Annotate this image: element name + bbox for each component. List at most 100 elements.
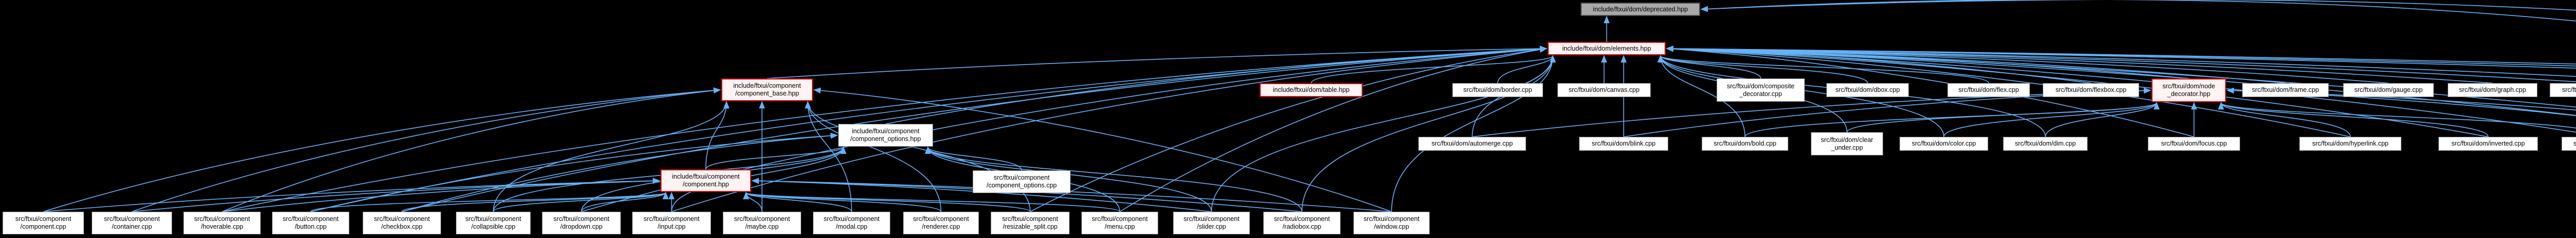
graph-edge-italic-to-node_decorator: [2218, 102, 2576, 129]
graph-node-component[interactable]: include/ftxui/component /component.hpp: [660, 169, 751, 192]
graph-edge-menu-to-component: [743, 192, 1121, 212]
graph-node-renderer[interactable]: src/ftxui/component /renderer.cpp: [903, 212, 979, 234]
graph-edge-input-to-component_options_hpp: [671, 146, 846, 212]
graph-edge-flex-to-elements: [1657, 55, 1989, 84]
graph-edge-window-to-component: [751, 178, 1392, 212]
graph-node-menu[interactable]: src/ftxui/component /menu.cpp: [1081, 212, 1158, 234]
graph-node-node_decorator[interactable]: src/ftxui/dom/node _decorator.hpp: [2151, 78, 2226, 102]
graph-node-input[interactable]: src/ftxui/component /input.cpp: [632, 212, 711, 234]
graph-edge-color-to-node_decorator: [1943, 102, 2160, 137]
graph-node-component_base[interactable]: include/ftxui/component /component_base.…: [721, 78, 813, 101]
graph-node-bold[interactable]: src/ftxui/dom/bold.cpp: [1702, 137, 1788, 151]
graph-edge-hbox-to-elements: [1666, 45, 2576, 77]
graph-edge-bold-to-elements: [1657, 55, 1745, 137]
graph-node-slider[interactable]: src/ftxui/component /slider.cpp: [1173, 212, 1250, 234]
graph-edge-component-to-component_options_hpp: [705, 146, 846, 170]
graph-node-container[interactable]: src/ftxui/component /container.cpp: [92, 212, 172, 234]
graph-edge-component-to-component_base: [705, 101, 730, 170]
graph-edge-button-to-component_options_hpp: [310, 133, 838, 212]
graph-node-canvas[interactable]: src/ftxui/dom/canvas.cpp: [1557, 83, 1651, 97]
graph-node-modal[interactable]: src/ftxui/component /modal.cpp: [813, 212, 890, 234]
graph-edge-scroll_indicator-to-elements: [1666, 45, 2576, 108]
graph-node-blink[interactable]: src/ftxui/dom/blink.cpp: [1579, 137, 1668, 151]
graph-node-component_options_cpp[interactable]: src/ftxui/component /component_options.c…: [973, 170, 1071, 193]
graph-node-resizable_split[interactable]: src/ftxui/component /resizable_split.cpp: [991, 212, 1070, 234]
graph-edge-button-to-component: [310, 192, 669, 212]
graph-node-checkbox[interactable]: src/ftxui/component /checkbox.cpp: [363, 212, 441, 234]
graph-edge-focus-to-elements: [1666, 46, 2194, 137]
graph-edge-component_options_cpp-to-component_options_hpp: [925, 146, 1022, 171]
graph-edge-radiobox-to-elements: [1301, 55, 1556, 212]
graph-edge-menu-to-elements: [1120, 46, 1548, 212]
graph-edge-window-to-component_base: [813, 87, 1392, 212]
graph-edge-inverted-to-elements: [1666, 45, 2488, 137]
graph-edge-text-to-elements: [1666, 45, 2576, 65]
graph-edge-collapsible-to-component: [493, 192, 669, 212]
graph-node-flexbox[interactable]: src/ftxui/dom/flexbox.cpp: [2043, 83, 2139, 97]
graph-node-button[interactable]: src/ftxui/component /button.cpp: [272, 212, 349, 234]
graph-node-flex[interactable]: src/ftxui/dom/flex.cpp: [1947, 83, 2030, 97]
graph-edge-modal-to-component_base: [805, 101, 852, 212]
graph-edge-input-to-elements: [671, 46, 1548, 212]
graph-edge-hoverable-to-component: [222, 178, 660, 212]
graph-node-table[interactable]: include/ftxui/dom/table.hpp: [1260, 83, 1363, 97]
graph-node-focus[interactable]: src/ftxui/dom/focus.cpp: [2148, 137, 2240, 151]
graph-node-hyperlink[interactable]: src/ftxui/dom/hyperlink.cpp: [2299, 137, 2401, 151]
graph-edge-clear_under-to-node_decorator: [1846, 102, 2160, 133]
graph-edge-hyperlink-to-node_decorator: [2218, 102, 2351, 137]
graph-node-automerge[interactable]: src/ftxui/dom/automerge.cpp: [1418, 137, 1526, 151]
graph-edge-slider-to-elements: [1211, 55, 1556, 212]
graph-node-dbox[interactable]: src/ftxui/dom/dbox.cpp: [1826, 83, 1909, 97]
graph-node-gauge[interactable]: src/ftxui/dom/gauge.cpp: [2343, 83, 2434, 97]
graph-edge-bold-to-node_decorator: [1744, 102, 2160, 137]
graph-edge-modal-to-component: [743, 192, 852, 212]
graph-node-gridbox[interactable]: src/ftxui/dom/gridbox.cpp: [2550, 83, 2576, 97]
graph-edge-dim-to-node_decorator: [2045, 102, 2160, 137]
graph-node-graph_cpp[interactable]: src/ftxui/dom/graph.cpp: [2448, 83, 2537, 97]
graph-edge-window-to-elements: [1391, 55, 1556, 212]
graph-node-window[interactable]: src/ftxui/component /window.cpp: [1353, 212, 1430, 234]
graph-node-collapsible[interactable]: src/ftxui/component /collapsible.cpp: [456, 212, 531, 234]
graph-edge-container-to-component_base: [131, 87, 721, 212]
graph-edge-blink-to-node_decorator: [1623, 87, 2151, 137]
graph-edge-border-to-elements: [1497, 55, 1556, 84]
graph-edge-dropdown-to-component: [581, 192, 669, 212]
graph-edge-hyperlink-to-elements: [1666, 45, 2351, 137]
graph-edge-renderer-to-component: [743, 192, 942, 212]
graph-edge-table-to-elements: [1311, 55, 1556, 84]
graph-node-hoverable[interactable]: src/ftxui/component /hoverable.cpp: [183, 212, 261, 234]
graph-edge-composite_decorator-to-elements: [1657, 55, 1761, 79]
graph-edge-checkbox-to-component_options_hpp: [401, 133, 838, 212]
graph-node-component_cpp[interactable]: src/ftxui/component /component.cpp: [3, 212, 84, 234]
graph-edge-linear_gradient-to-elements: [1666, 45, 2576, 116]
graph-node-radiobox[interactable]: src/ftxui/component /radiobox.cpp: [1263, 212, 1341, 234]
graph-node-frame[interactable]: src/ftxui/dom/frame.cpp: [2242, 83, 2329, 97]
graph-edge-collapsible-to-component_base: [493, 101, 730, 212]
graph-edge-hoverable-to-elements: [222, 45, 1548, 212]
graph-edge-checkbox-to-elements: [401, 46, 1548, 212]
graph-node-dropdown[interactable]: src/ftxui/component /dropdown.cpp: [542, 212, 621, 234]
graph-node-color[interactable]: src/ftxui/dom/color.cpp: [1900, 137, 1988, 151]
graph-edge-paragraph-to-deprecated: [1700, 0, 2576, 22]
graph-node-maybe[interactable]: src/ftxui/component /maybe.cpp: [723, 212, 801, 234]
graph-node-clear_under[interactable]: src/ftxui/dom/clear _under.cpp: [1811, 132, 1883, 155]
graph-edge-renderer-to-component_base: [805, 101, 942, 212]
graph-node-component_options_hpp[interactable]: include/ftxui/component /component_optio…: [838, 124, 933, 147]
graph-edge-inverted-to-node_decorator: [2218, 102, 2489, 137]
graph-node-dim[interactable]: src/ftxui/dom/dim.cpp: [2003, 137, 2088, 151]
graph-edge-radiobox-to-component_options_hpp: [925, 146, 1302, 212]
graph-edge-resizable_split-to-elements: [1030, 46, 1548, 212]
graph-edge-hoverable-to-component_base: [222, 87, 721, 212]
graph-edge-dbox-to-elements: [1657, 55, 1868, 84]
graph-node-inverted[interactable]: src/ftxui/dom/inverted.cpp: [2438, 137, 2538, 151]
graph-edge-checkbox-to-component: [401, 192, 669, 212]
graph-edge-text-to-deprecated: [1700, 0, 2576, 12]
graph-node-border[interactable]: src/ftxui/dom/border.cpp: [1452, 83, 1543, 97]
graph-node-elements[interactable]: include/ftxui/dom/elements.hpp: [1548, 42, 1666, 55]
graph-edge-button-to-elements: [310, 46, 1548, 212]
graph-node-italic[interactable]: src/ftxui/dom/italic.cpp: [2562, 137, 2576, 151]
graph-node-composite_decorator[interactable]: src/ftxui/dom/composite _decorator.cpp: [1717, 78, 1805, 102]
graph-node-deprecated: include/ftxui/dom/deprecated.hpp: [1581, 3, 1700, 16]
